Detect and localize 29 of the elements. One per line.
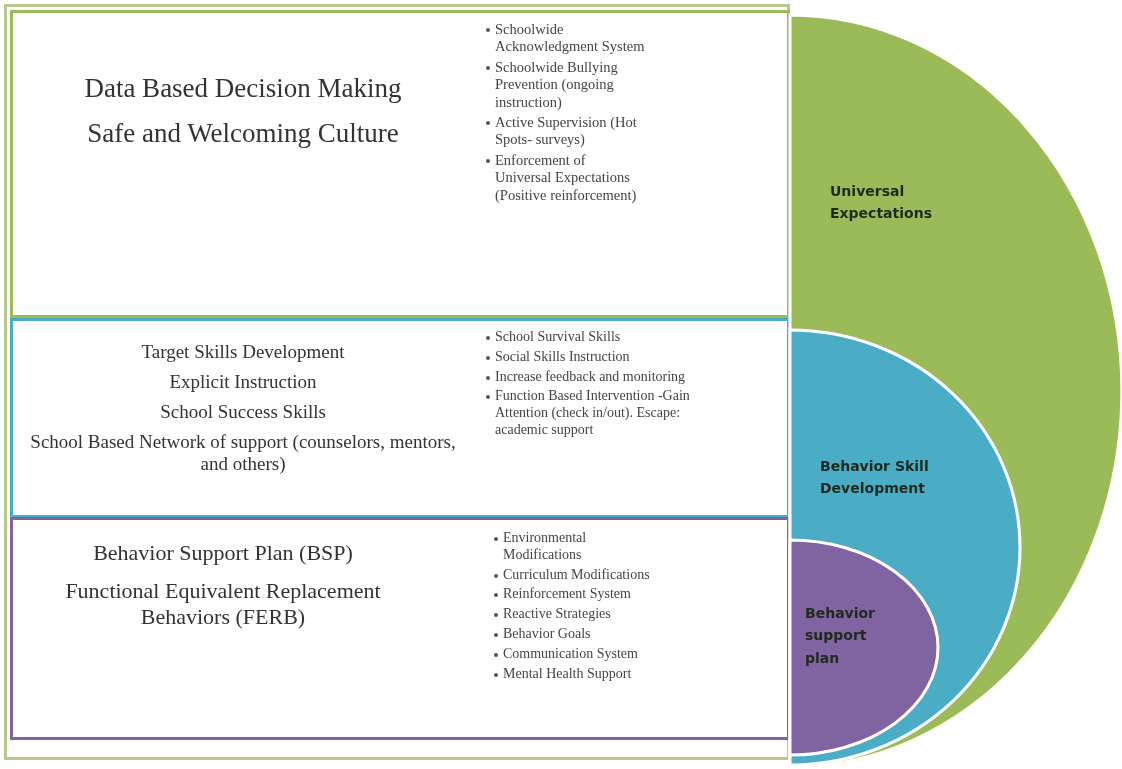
- tier-heading: Behavior Support Plan (BSP): [93, 540, 353, 566]
- bullet-item: Active Supervision (Hot Spots- surveys): [495, 113, 637, 148]
- bullet-item: Function Based Intervention -Gain Attention (check in/out). Escape: academic support: [495, 388, 690, 437]
- bullet-item: Mental Health Support: [503, 665, 632, 681]
- bullet-item: Schoolwide Acknowledgment System: [495, 21, 645, 55]
- tier-heading: Target Skills Development: [141, 341, 345, 363]
- bullet-item: Increase feedback and monitoring: [495, 368, 686, 384]
- bullet-item: Communication System: [503, 645, 638, 661]
- tier-heading: School Success Skills: [160, 401, 326, 423]
- tier-heading: Safe and Welcoming Culture: [87, 118, 399, 149]
- bullet-item: Schoolwide Bullying Prevention (ongoing instruction): [495, 58, 618, 110]
- bullet-item: School Survival Skills: [495, 329, 621, 344]
- tier-label: Behavior support plan: [805, 604, 877, 668]
- tier-heading: School Based Network of support (counselors, mentors, and others): [29, 431, 457, 475]
- tier-heading: Functional Equivalent Replacement Behaviors (FERB): [64, 578, 382, 630]
- bullet-item: Behavior Goals: [503, 626, 591, 641]
- bullet-item: Enforcement of Universal Expectations (Positive reinforcement): [495, 151, 637, 203]
- bullet-item: Reactive Strategies: [503, 606, 611, 622]
- tier-box: [10, 517, 790, 740]
- tier-label: Behavior Skill Development: [820, 457, 930, 499]
- bullet-item: Reinforcement System: [503, 586, 631, 602]
- tier-box: [10, 318, 790, 518]
- bullet-item: Social Skills Instruction: [495, 348, 630, 364]
- bullet-item: Environmental Modifications: [503, 530, 587, 562]
- tier-heading: Explicit Instruction: [169, 371, 317, 393]
- tier-heading: Data Based Decision Making: [84, 73, 402, 104]
- bullet-item: Curriculum Modifications: [503, 566, 650, 582]
- tier-label: Universal Expectations: [830, 182, 933, 224]
- tier-box: [10, 10, 790, 318]
